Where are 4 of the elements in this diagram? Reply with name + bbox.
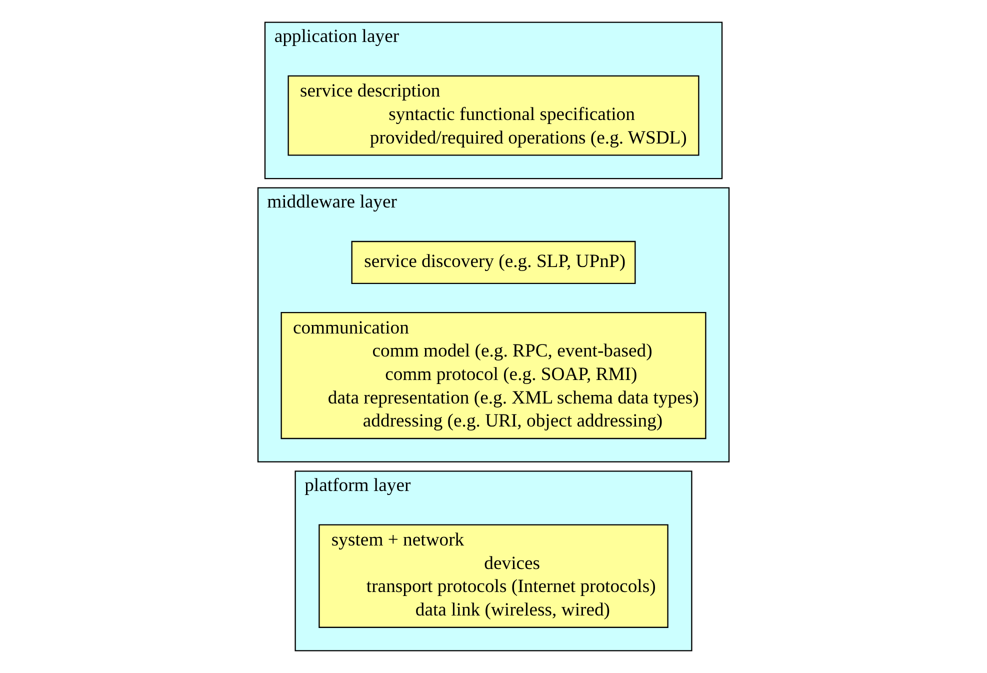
node-box: service description syntactic functional specification provided/required operations (e.g. WSDL) [288,75,700,156]
node-box: system + network devices transport protocols (Internet protocols) data link (wireless, wired) [318,524,668,628]
node-box: service discovery (e.g. SLP, UPnP) [351,240,636,284]
node-box: communication comm model (e.g. RPC, event-based) comm protocol (e.g. SOAP, RMI) data representation (e.g. XML schema data types) addressing (e.g. URI, object addressing) [280,312,706,440]
